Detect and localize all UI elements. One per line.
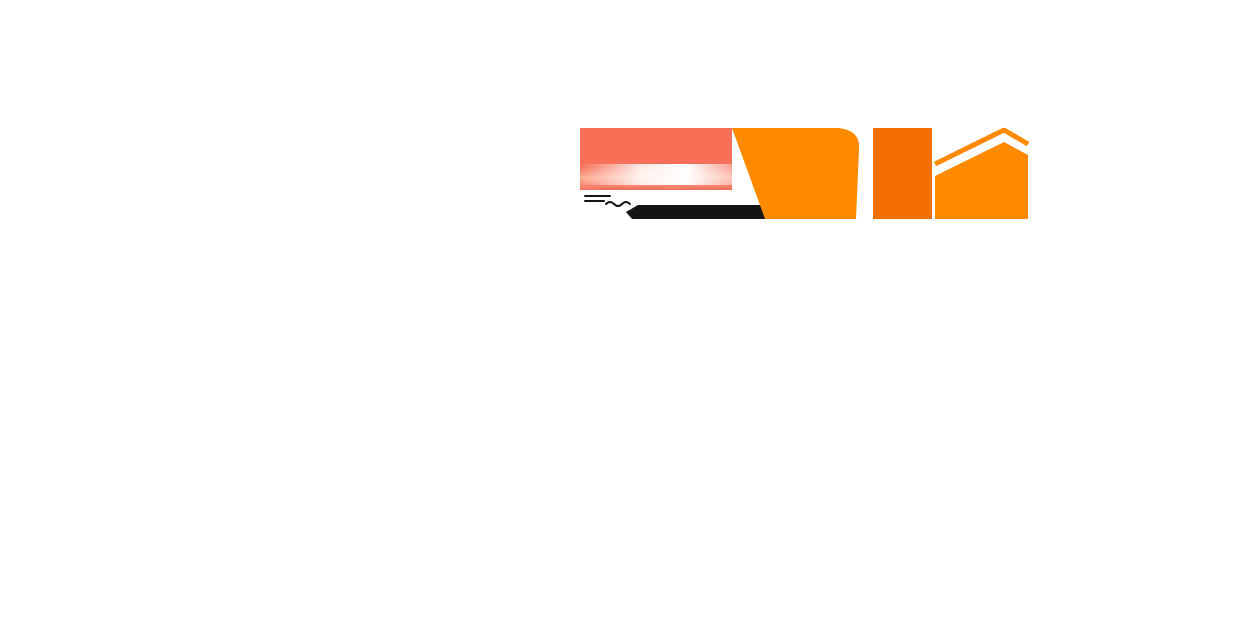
hero-graphic bbox=[580, 128, 1030, 219]
orange-chevron-block bbox=[935, 142, 1028, 219]
illegible-caption-marks bbox=[584, 195, 631, 207]
dark-orange-bar bbox=[873, 128, 932, 219]
black-bar bbox=[626, 205, 765, 219]
slanted-orange-block bbox=[732, 128, 860, 219]
chevron-stroke bbox=[933, 128, 1030, 167]
hero-graphic-svg bbox=[580, 128, 1030, 219]
light-stripe bbox=[580, 164, 732, 185]
caption-scribble bbox=[605, 201, 631, 207]
